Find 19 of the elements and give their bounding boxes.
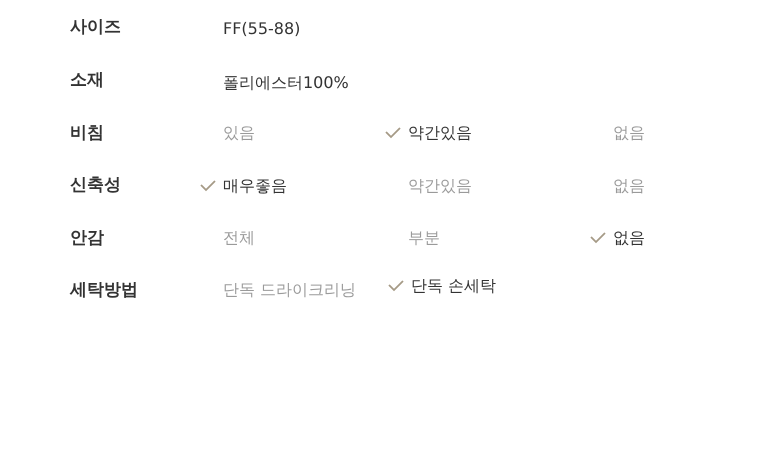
option-text: 전체 (223, 228, 255, 248)
row-header: 신축성 (70, 175, 121, 195)
value-text: FF(55-88) (223, 19, 300, 39)
option-text: 단독 드라이크리닝 (223, 280, 356, 300)
row-header: 안감 (70, 228, 104, 248)
option-text: 없음 (613, 176, 645, 196)
row-header: 세탁방법 (70, 280, 138, 300)
option-text: 약간있음 (408, 176, 472, 196)
option-text: 부분 (408, 228, 440, 248)
option-text: 있음 (223, 123, 255, 143)
row-header: 소재 (70, 70, 104, 90)
row-header: 사이즈 (70, 17, 121, 37)
value-text: 폴리에스터100% (223, 73, 349, 93)
selected-option: 없음 (613, 228, 645, 248)
option-text: 없음 (613, 123, 645, 143)
selected-option: 단독 손세탁 (411, 276, 496, 296)
selected-option: 매우좋음 (223, 176, 287, 196)
selected-option: 약간있음 (408, 123, 472, 143)
row-header: 비침 (70, 123, 104, 143)
